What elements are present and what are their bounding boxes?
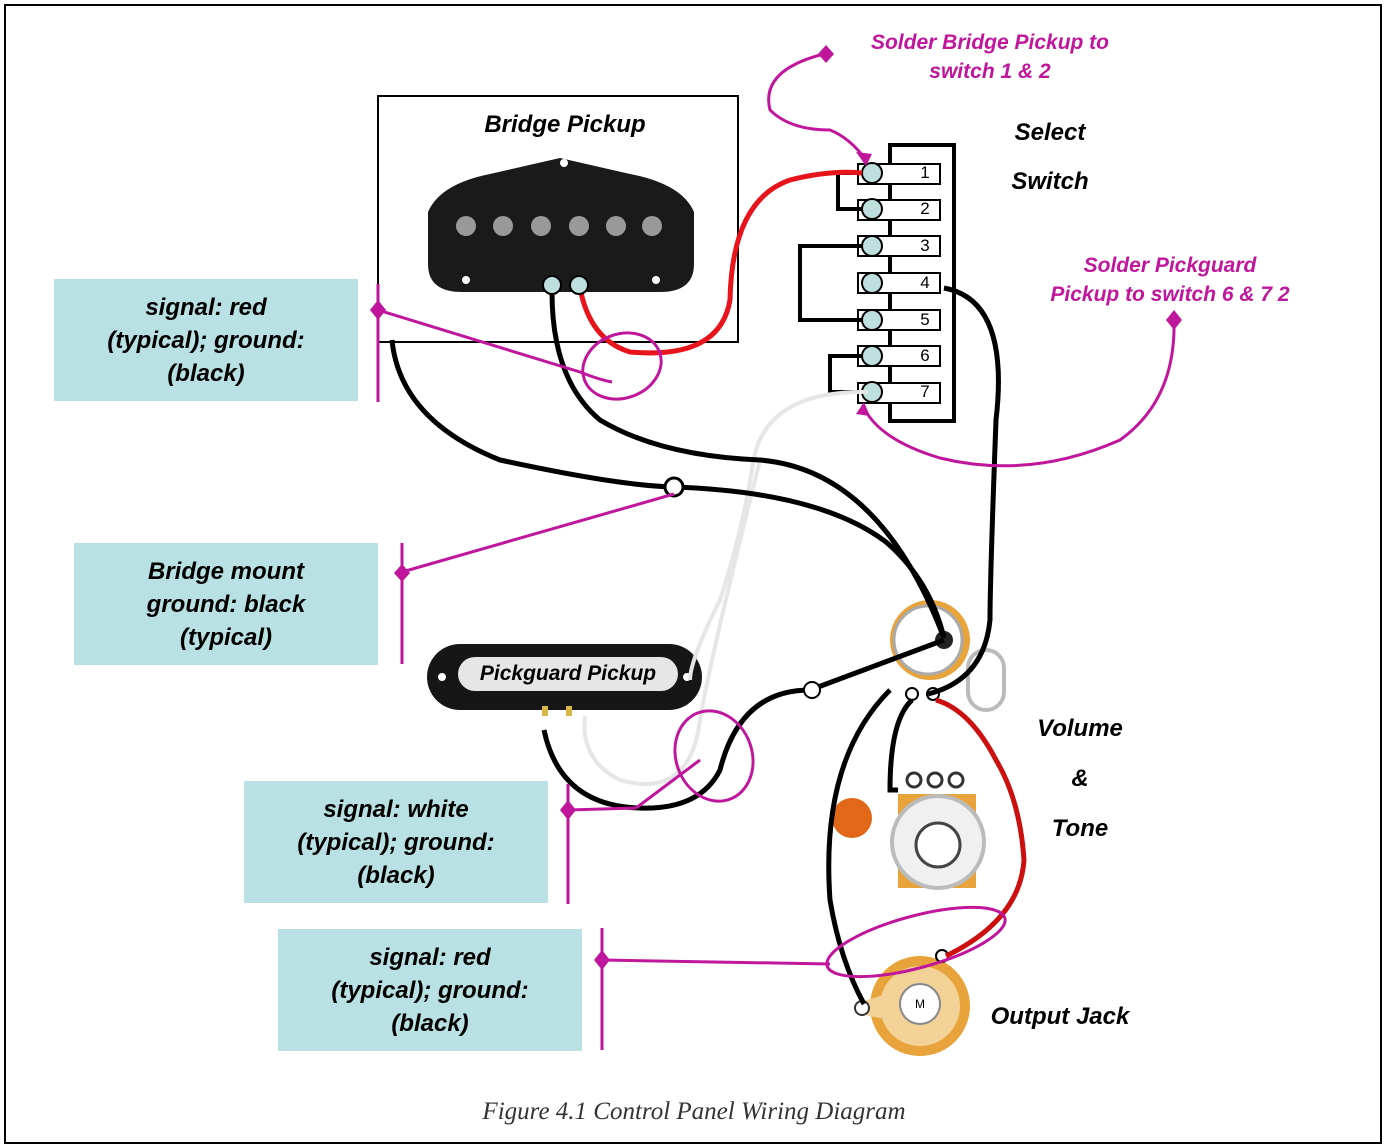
pickguard-ground-node — [803, 681, 821, 699]
callout-pickguard-signal-line3: (black) — [357, 861, 435, 889]
callout-bridge-mount: Bridge mount ground: black (typical) — [74, 543, 378, 665]
volume-label: Volume — [1037, 715, 1123, 742]
solder-bridge-note: Solder Bridge Pickup to switch 1 & 2 — [840, 28, 1140, 86]
output-jack — [854, 949, 970, 1056]
jack-signal-red-wire — [935, 697, 1027, 959]
callout-bridge-signal-line1: signal: red — [145, 293, 267, 321]
switch-terminal-4: 4 — [920, 273, 930, 292]
select-switch-label-line1: Select — [1014, 119, 1086, 146]
callout-jack-signal-line3: (black) — [391, 1009, 469, 1037]
tone-label: Tone — [1051, 815, 1109, 842]
switch-jumpers — [798, 171, 862, 394]
select-switch-label-line2: Switch — [1011, 168, 1089, 195]
callout-pickguard-signal-line2: (typical); ground: — [297, 828, 495, 856]
bridge-pickup-label: Bridge Pickup — [484, 111, 646, 138]
select-switch-label: Select Switch — [990, 108, 1110, 206]
callout-jack-signal-line1: signal: red — [369, 943, 491, 971]
switch-terminal-2: 2 — [920, 199, 930, 218]
bridge-lead-lug-1 — [542, 275, 562, 295]
solder-pickguard-note: Solder Pickguard Pickup to switch 6 & 7 … — [1020, 251, 1320, 309]
white-signal-wire — [582, 389, 869, 786]
ampersand-label: & — [1071, 765, 1089, 792]
callout-pickguard-signal: signal: white (typical); ground: (black) — [244, 781, 548, 903]
callout-jack-signal-line2: (typical); ground: — [331, 976, 529, 1004]
solder-pickguard-note-line2: Pickup to switch 6 & 7 2 — [1050, 283, 1290, 306]
pickguard-pickup-label: Pickguard Pickup — [458, 657, 678, 691]
volume-tone-label: Volume & Tone — [1030, 704, 1130, 854]
solder-bridge-note-line2: switch 1 & 2 — [929, 60, 1051, 83]
callout-bridge-mount-line1: Bridge mount — [147, 557, 304, 585]
switch-terminal-6: 6 — [920, 346, 930, 365]
switch-terminal-3: 3 — [920, 236, 930, 255]
tone-pot — [832, 771, 986, 890]
switch-terminal-7: 7 — [920, 382, 930, 401]
output-jack-label: Output Jack — [990, 1003, 1130, 1030]
solder-pickguard-note-line1: Solder Pickguard — [1083, 254, 1257, 277]
callout-bridge-signal-line3: (black) — [167, 359, 245, 387]
bridge-pickup-body — [428, 158, 694, 292]
callout-bridge-mount-line2: ground: black — [146, 590, 306, 618]
switch-terminal-5: 5 — [920, 310, 930, 329]
ground-black-wires — [389, 285, 1001, 1006]
callout-bridge-signal-line2: (typical); ground: — [107, 326, 305, 354]
callout-jack-signal: signal: red (typical); ground: (black) — [278, 929, 582, 1051]
jack-m-marking: M — [915, 997, 925, 1011]
switch-lugs — [861, 162, 883, 403]
callout-pickguard-signal-line1: signal: white — [323, 795, 469, 823]
volume-pot — [886, 586, 1046, 712]
callout-bridge-mount-line3: (typical) — [179, 623, 272, 651]
bridge-signal-red-wire — [577, 169, 863, 356]
annotation-markers — [370, 45, 1182, 970]
switch-terminal-1: 1 — [920, 163, 930, 182]
annotation-lines — [376, 52, 1176, 1050]
ground-junction-node — [663, 476, 685, 498]
bridge-lead-lug-2 — [569, 275, 589, 295]
callout-bridge-signal: signal: red (typical); ground: (black) — [54, 279, 358, 401]
figure-caption: Figure 4.1 Control Panel Wiring Diagram — [482, 1098, 906, 1125]
solder-bridge-note-line1: Solder Bridge Pickup to — [870, 31, 1110, 54]
